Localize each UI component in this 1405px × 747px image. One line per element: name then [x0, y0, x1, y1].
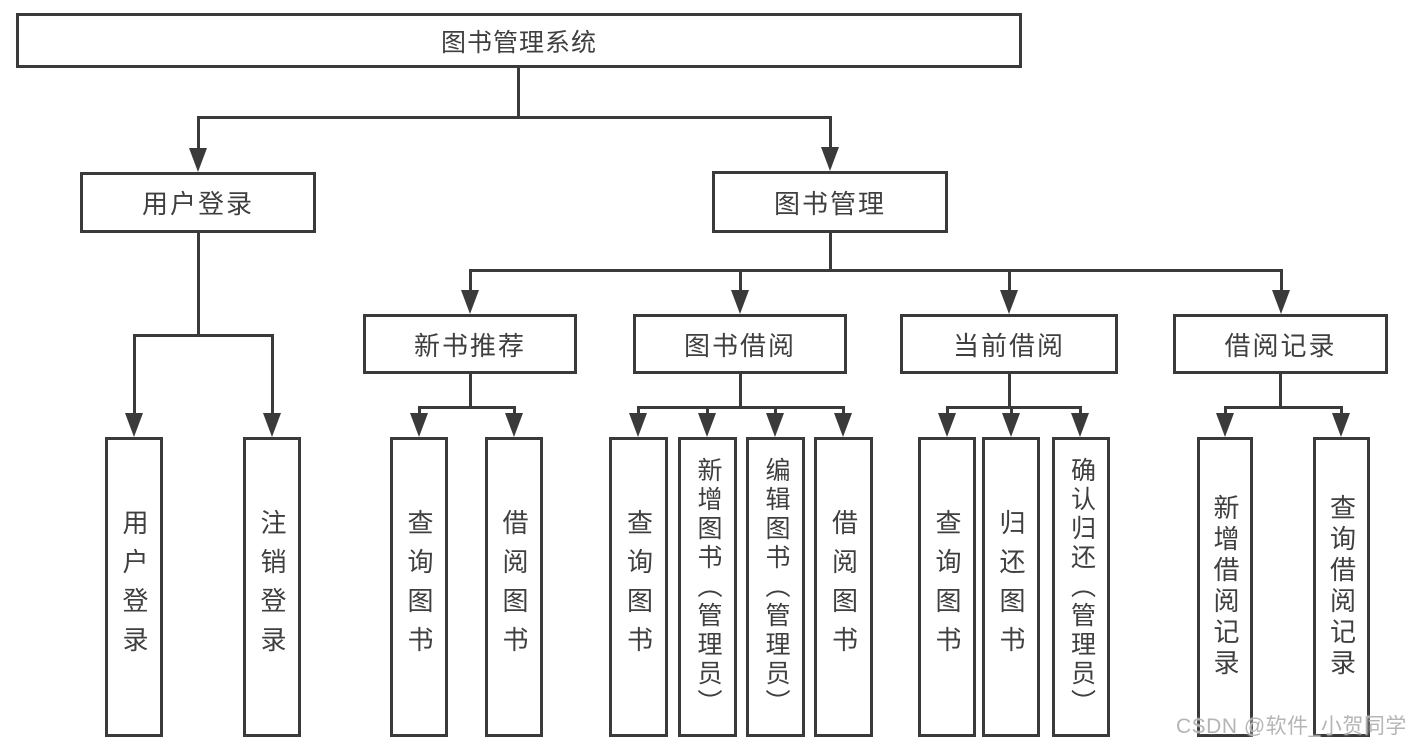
connector-line: [197, 233, 200, 336]
connector-line: [1224, 406, 1227, 415]
connector-line: [739, 269, 742, 293]
connector-line: [1280, 269, 1283, 293]
leaf-label: 查询图书: [932, 509, 962, 665]
connector-line: [197, 116, 831, 119]
leaf-label: 注销登录: [257, 509, 287, 665]
leaf-label: 编辑图书（管理员）: [762, 456, 790, 718]
connector-line: [1079, 406, 1082, 415]
node-label: 图书借阅: [683, 330, 796, 361]
arrow-down-icon: [731, 290, 749, 314]
node-book-borrowing: 图书借阅: [633, 314, 847, 374]
leaf-query-borrow-record: 查询借阅记录: [1313, 437, 1370, 737]
arrow-down-icon: [1071, 413, 1089, 437]
leaf-label: 查询图书: [623, 509, 654, 665]
leaf-label: 归还图书: [996, 509, 1026, 665]
node-book-management: 图书管理: [712, 171, 948, 233]
node-library-management-system: 图书管理系统: [16, 13, 1022, 68]
leaf-borrow-books-recommend: 借阅图书: [485, 437, 543, 737]
leaf-return-books: 归还图书: [982, 437, 1040, 737]
leaf-edit-books-admin: 编辑图书（管理员）: [746, 437, 805, 737]
leaf-label: 查询借阅记录: [1326, 494, 1357, 680]
leaf-query-books-borrowing: 查询图书: [609, 437, 668, 737]
arrow-down-icon: [125, 413, 143, 437]
arrow-down-icon: [821, 147, 839, 171]
connector-line: [829, 233, 832, 271]
leaf-query-books-current: 查询图书: [918, 437, 976, 737]
connector-line: [1010, 406, 1013, 415]
connector-line: [1224, 406, 1342, 409]
leaf-logout: 注销登录: [243, 437, 301, 737]
connector-line: [829, 116, 832, 150]
connector-line: [469, 374, 472, 408]
arrow-down-icon: [461, 290, 479, 314]
leaf-add-borrow-record: 新增借阅记录: [1197, 437, 1253, 737]
leaf-label: 新增图书（管理员）: [694, 456, 722, 718]
arrow-down-icon: [766, 413, 784, 437]
connector-line: [418, 406, 515, 409]
connector-line: [1008, 374, 1011, 408]
connector-line: [739, 374, 742, 408]
connector-line: [133, 334, 136, 415]
connector-line: [133, 334, 273, 337]
arrow-down-icon: [698, 413, 716, 437]
node-new-book-recommendation: 新书推荐: [363, 314, 577, 374]
connector-line: [637, 406, 844, 409]
node-label: 图书管理系统: [440, 28, 597, 57]
node-borrowing-records: 借阅记录: [1173, 314, 1388, 374]
connector-line: [197, 116, 200, 150]
connector-line: [469, 269, 472, 293]
node-label: 当前借阅: [952, 330, 1065, 361]
arrow-down-icon: [834, 413, 852, 437]
arrow-down-icon: [629, 413, 647, 437]
node-label: 借阅记录: [1224, 330, 1337, 361]
connector-line: [1340, 406, 1343, 415]
connector-line: [1279, 374, 1282, 408]
arrow-down-icon: [1000, 290, 1018, 314]
node-current-borrowing: 当前借阅: [900, 314, 1118, 374]
connector-line: [946, 406, 1081, 409]
arrow-down-icon: [1002, 413, 1020, 437]
connector-line: [469, 269, 1283, 272]
arrow-down-icon: [263, 413, 281, 437]
leaf-label: 借阅图书: [499, 509, 529, 665]
connector-line: [706, 406, 709, 415]
connector-line: [842, 406, 845, 415]
leaf-add-books-admin: 新增图书（管理员）: [678, 437, 737, 737]
arrow-down-icon: [1332, 413, 1350, 437]
connector-line: [637, 406, 640, 415]
leaf-label: 借阅图书: [828, 509, 859, 665]
arrow-down-icon: [938, 413, 956, 437]
csdn-watermark: CSDN @软件_小贺同学: [1176, 715, 1405, 738]
arrow-down-icon: [1216, 413, 1234, 437]
leaf-confirm-return-admin: 确认归还（管理员）: [1052, 437, 1110, 737]
node-label: 图书管理: [773, 188, 886, 219]
connector-line: [774, 406, 777, 415]
leaf-user-login: 用户登录: [105, 437, 163, 737]
connector-line: [946, 406, 949, 415]
arrow-down-icon: [189, 148, 207, 172]
connector-line: [271, 334, 274, 415]
leaf-label: 查询图书: [404, 509, 434, 665]
leaf-label: 新增借阅记录: [1210, 494, 1240, 680]
connector-line: [1008, 269, 1011, 293]
leaf-query-books-recommend: 查询图书: [390, 437, 448, 737]
node-label: 新书推荐: [413, 330, 526, 361]
connector-line: [418, 406, 421, 415]
connector-line: [517, 68, 520, 118]
leaf-label: 确认归还（管理员）: [1067, 456, 1096, 718]
node-label: 用户登录: [141, 189, 254, 219]
arrow-down-icon: [505, 413, 523, 437]
arrow-down-icon: [1272, 290, 1290, 314]
node-user-login: 用户登录: [80, 172, 316, 233]
leaf-label: 用户登录: [119, 509, 149, 665]
leaf-borrow-books: 借阅图书: [814, 437, 873, 737]
arrow-down-icon: [410, 413, 428, 437]
connector-line: [513, 406, 516, 415]
